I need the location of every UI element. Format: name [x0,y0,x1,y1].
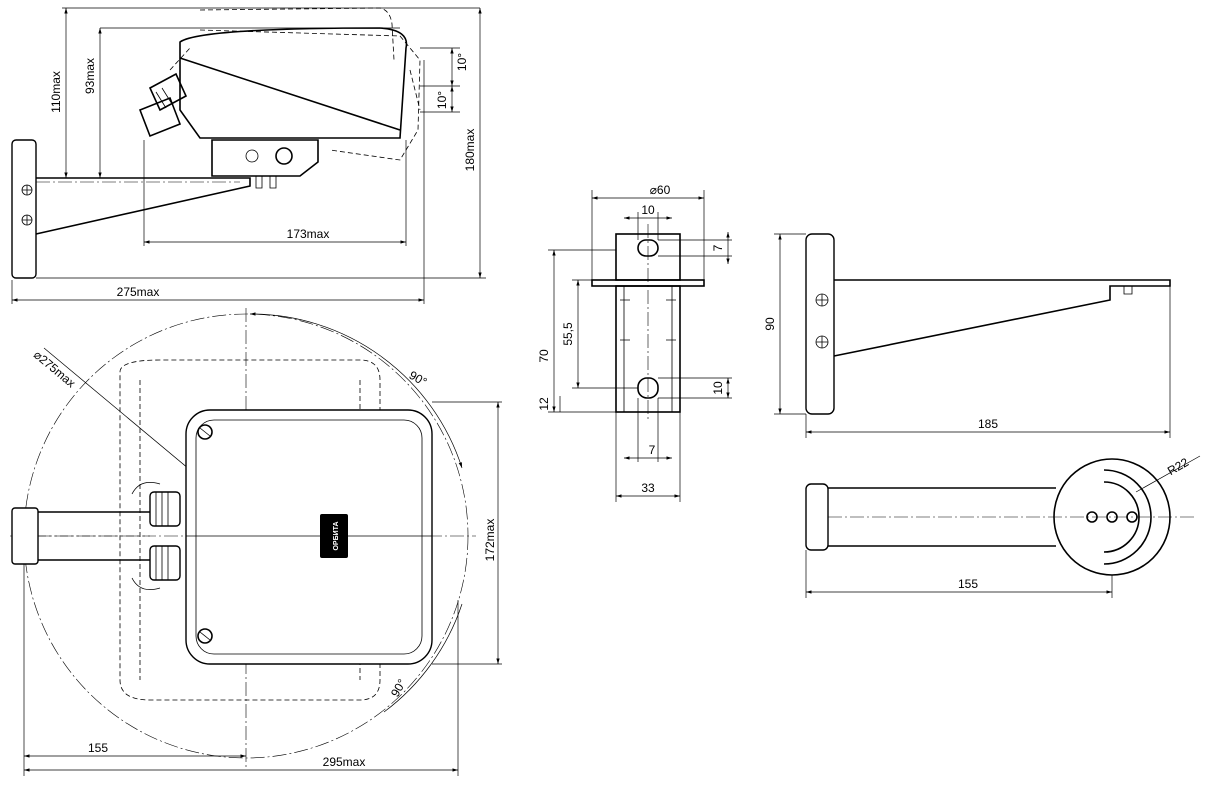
bracket-base-width: 33 [641,481,655,495]
housing-brand-label: ОРБИТА [320,514,348,558]
bracket-slot-width-top: 10 [641,203,655,217]
bracket-plate-height: 90 [763,317,777,331]
bracket-arm-length: 185 [978,417,998,431]
top-length-overall: 295max [323,755,366,769]
bracket-side-view: 90 185 [763,233,1171,438]
side-length-overall: 275max [117,285,160,299]
side-height-body: 93max [83,58,97,94]
top-view: ⌀275max 90° 90° ОРБИТА 172max [10,308,502,776]
side-tilt-up: 10° [455,53,469,71]
bracket-slot-width-bottom: 10 [711,381,725,395]
bracket-bottom-margin: 12 [537,397,551,411]
top-angle-top: 90° [407,368,430,389]
side-height-overall: 180max [463,129,477,172]
bracket-total-height: 70 [537,349,551,363]
top-angle-bottom: 90° [388,676,409,699]
top-pivot-distance: 155 [88,741,108,755]
top-width: 172max [483,519,497,562]
bracket-slot-gap: 7 [649,443,656,457]
housing-brand-text: ОРБИТА [333,521,340,550]
top-swing-diameter: ⌀275max [31,348,78,391]
bracket-top-view: R22 155 [805,455,1201,598]
bracket-arc-radius: R22 [1165,455,1191,478]
side-tilt-down: 10° [435,91,449,109]
bracket-hole-spacing: 55,5 [561,322,575,346]
bracket-slot-height-top: 7 [711,244,725,251]
side-height-total: 110max [49,71,63,113]
side-view: 110max 93max 10° 10° 180max 173max 275ma… [11,7,486,304]
bracket-top-arm-length: 155 [958,577,978,591]
bracket-front-view: ⌀60 10 7 70 55,5 12 10 7 33 [537,183,732,502]
bracket-pipe-diameter: ⌀60 [650,183,671,197]
side-length-body: 173max [287,227,330,241]
